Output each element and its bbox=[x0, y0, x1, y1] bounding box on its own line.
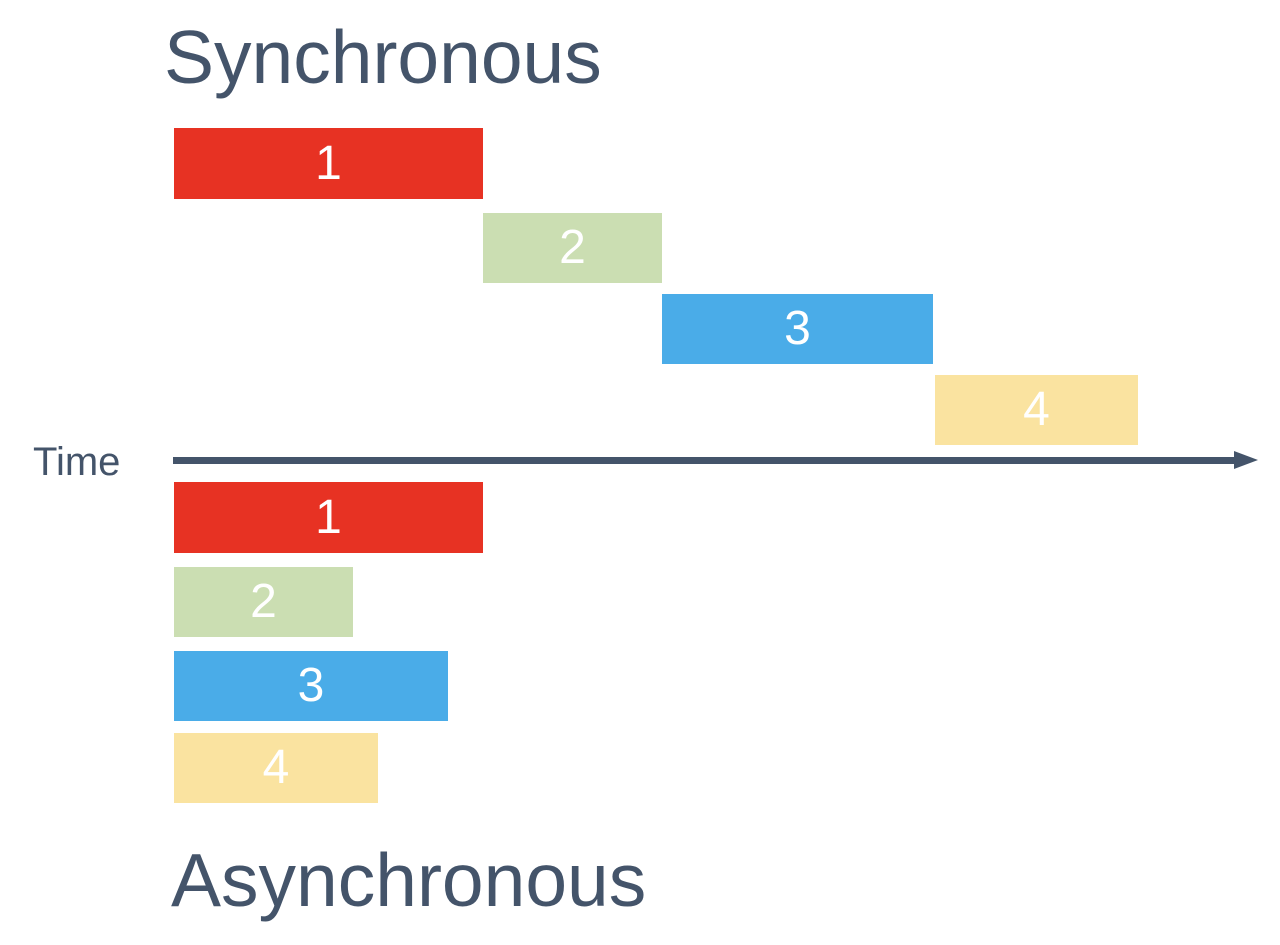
task-bar-label: 4 bbox=[262, 741, 290, 794]
task-bar-sync-task-4: 4 bbox=[935, 375, 1138, 445]
task-bar-async-task-3: 3 bbox=[174, 651, 448, 721]
task-bar-label: 2 bbox=[559, 221, 586, 274]
task-bar-label: 3 bbox=[297, 659, 325, 712]
task-bar-sync-task-2: 2 bbox=[483, 213, 662, 283]
task-bar-label: 1 bbox=[315, 490, 342, 544]
task-bar-label: 2 bbox=[250, 575, 277, 628]
time-axis-arrowhead-icon bbox=[1234, 451, 1258, 469]
synchronous-title: Synchronous bbox=[164, 15, 602, 99]
task-bar-sync-task-1: 1 bbox=[174, 128, 483, 199]
task-bar-async-task-2: 2 bbox=[174, 567, 353, 637]
task-bar-label: 4 bbox=[1023, 383, 1050, 436]
time-axis-line bbox=[173, 457, 1236, 464]
time-axis-label: Time bbox=[33, 440, 121, 484]
task-bar-sync-task-3: 3 bbox=[662, 294, 933, 364]
task-bar-label: 1 bbox=[315, 136, 342, 190]
task-bar-async-task-1: 1 bbox=[174, 482, 483, 553]
asynchronous-title: Asynchronous bbox=[171, 838, 647, 922]
task-bar-async-task-4: 4 bbox=[174, 733, 378, 803]
task-bar-label: 3 bbox=[784, 302, 811, 355]
